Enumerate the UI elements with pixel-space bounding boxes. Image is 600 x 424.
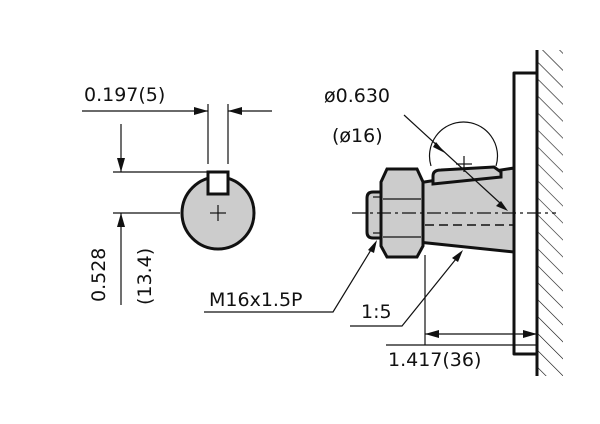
key-height-inch-label: 0.528: [88, 248, 110, 302]
diameter-dimension: ø0.630 (ø16): [324, 85, 508, 211]
shaft-cross-section: [180, 170, 256, 251]
keyway-slot: [206, 170, 230, 196]
thread-label: M16x1.5P: [209, 289, 303, 311]
shaft-length-dimension: 1.417(36): [386, 255, 538, 371]
diameter-mm-label: (ø16): [332, 125, 383, 147]
threaded-tip: [365, 190, 383, 240]
shaft-side-view: [352, 50, 563, 376]
key-width-dimension: 0.197(5): [82, 84, 272, 164]
shaft-length-label: 1.417(36): [388, 349, 481, 371]
shaft-key: [431, 165, 503, 186]
taper-label: 1:5: [361, 301, 392, 323]
key-height-mm-label: (13.4): [134, 248, 156, 305]
key-height-dimension: 0.528 (13.4): [88, 124, 208, 305]
thread-leader: M16x1.5P: [204, 240, 377, 313]
diameter-inch-label: ø0.630: [324, 85, 390, 107]
key-width-label: 0.197(5): [84, 84, 165, 106]
flange-hatching: [537, 50, 563, 376]
taper-leader: 1:5: [350, 250, 463, 327]
